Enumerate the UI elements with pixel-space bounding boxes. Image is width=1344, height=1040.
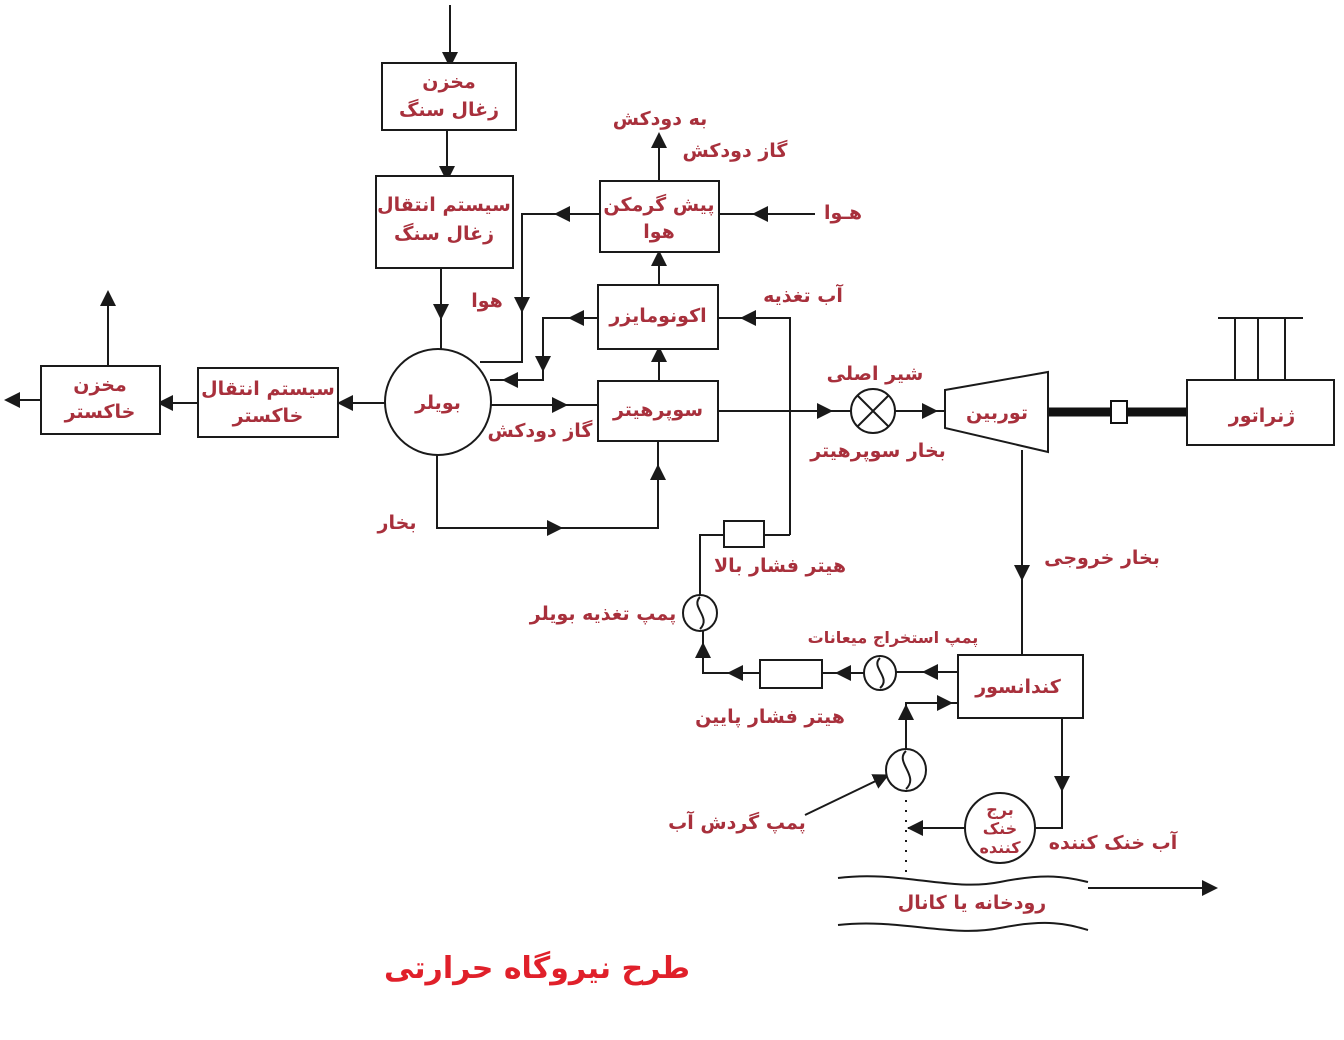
- flow-lines: [4, 5, 1303, 932]
- hp-heater-label: هیتر فشار بالا: [714, 555, 846, 577]
- condenser-label: کندانسور: [974, 676, 1062, 698]
- condensate-pump-icon: [863, 655, 897, 691]
- coal-conveyor-label: سیستم انتقال: [377, 194, 511, 216]
- boiler-label: بویلر: [414, 392, 461, 414]
- condensate-pump-label: پمپ استخراج میعانات: [808, 628, 979, 648]
- diagram-title: طرح نیروگاه حرارتی: [384, 950, 690, 986]
- air-to-boiler-label: هوا: [471, 290, 503, 312]
- air-preheater-label: پیش گرمکن: [603, 193, 714, 216]
- superheater-box: [597, 380, 719, 442]
- boiler-feed-pump-label: پمپ تغذیه بویلر: [529, 603, 676, 625]
- ash-storage-label: خاکستر: [64, 401, 136, 423]
- coal-conveyor-box: [375, 175, 514, 269]
- cooling-tower-label: برج: [986, 800, 1014, 819]
- turbine-label: توربین: [966, 402, 1028, 424]
- air-preheater-box: [599, 180, 720, 253]
- ash-storage-box: [40, 365, 161, 435]
- coal-storage-label: زغال سنگ: [399, 98, 499, 121]
- boiler: [384, 348, 492, 456]
- feed-water-label: آب تغذیه: [763, 283, 843, 307]
- cooling-tower: [964, 792, 1036, 864]
- boiler-flue-gas-label: گاز دودکش: [488, 419, 594, 442]
- cooling-water-label: آب خنک کننده: [1049, 830, 1178, 854]
- river-label: رودخانه یا کانال: [898, 892, 1046, 914]
- superheated-steam-label: بخار سوپرهیتر: [809, 440, 946, 462]
- main-valve-icon: [850, 388, 896, 434]
- economizer-label: اکونومایزر: [608, 305, 706, 327]
- ash-conveyor-box: [197, 367, 339, 438]
- coal-conveyor-label: زغال سنگ: [394, 222, 494, 245]
- circulation-pump-icon: [885, 748, 927, 792]
- turbine: [944, 370, 1049, 454]
- lp-heater-label: هیتر فشار پایین: [695, 706, 845, 728]
- air-in-label: هـوا: [824, 202, 862, 224]
- economizer-box: [597, 284, 719, 350]
- cooling-tower-label: کننده: [979, 838, 1021, 857]
- ash-conveyor-label: خاکستر: [232, 405, 304, 427]
- ash-storage-label: مخزن: [73, 374, 127, 396]
- coal-storage-label: مخزن: [422, 71, 476, 93]
- cooling-tower-label: خنک: [983, 819, 1017, 838]
- generator-box: [1186, 379, 1335, 446]
- exhaust-steam-label: بخار خروجی: [1044, 547, 1160, 569]
- hp-heater-box: [723, 520, 765, 548]
- condenser-box: [957, 654, 1084, 719]
- superheater-label: سوپرهیتر: [612, 399, 703, 421]
- circulation-pump-label: پمپ گردش آب: [668, 810, 806, 834]
- ash-conveyor-label: سیستم انتقال: [201, 378, 335, 400]
- air-preheater-label: هوا: [643, 221, 675, 243]
- flue-gas-label: گاز دودکش: [683, 139, 789, 162]
- lp-heater-box: [759, 659, 823, 689]
- boiler-feed-pump-icon: [682, 594, 718, 632]
- main-valve-label: شیر اصلی: [827, 363, 924, 385]
- generator-label: ژنراتور: [1228, 405, 1295, 427]
- to-chimney-label: به دودکش: [613, 108, 708, 130]
- steam-label: بخار: [377, 512, 417, 534]
- coal-storage-box: [381, 62, 517, 131]
